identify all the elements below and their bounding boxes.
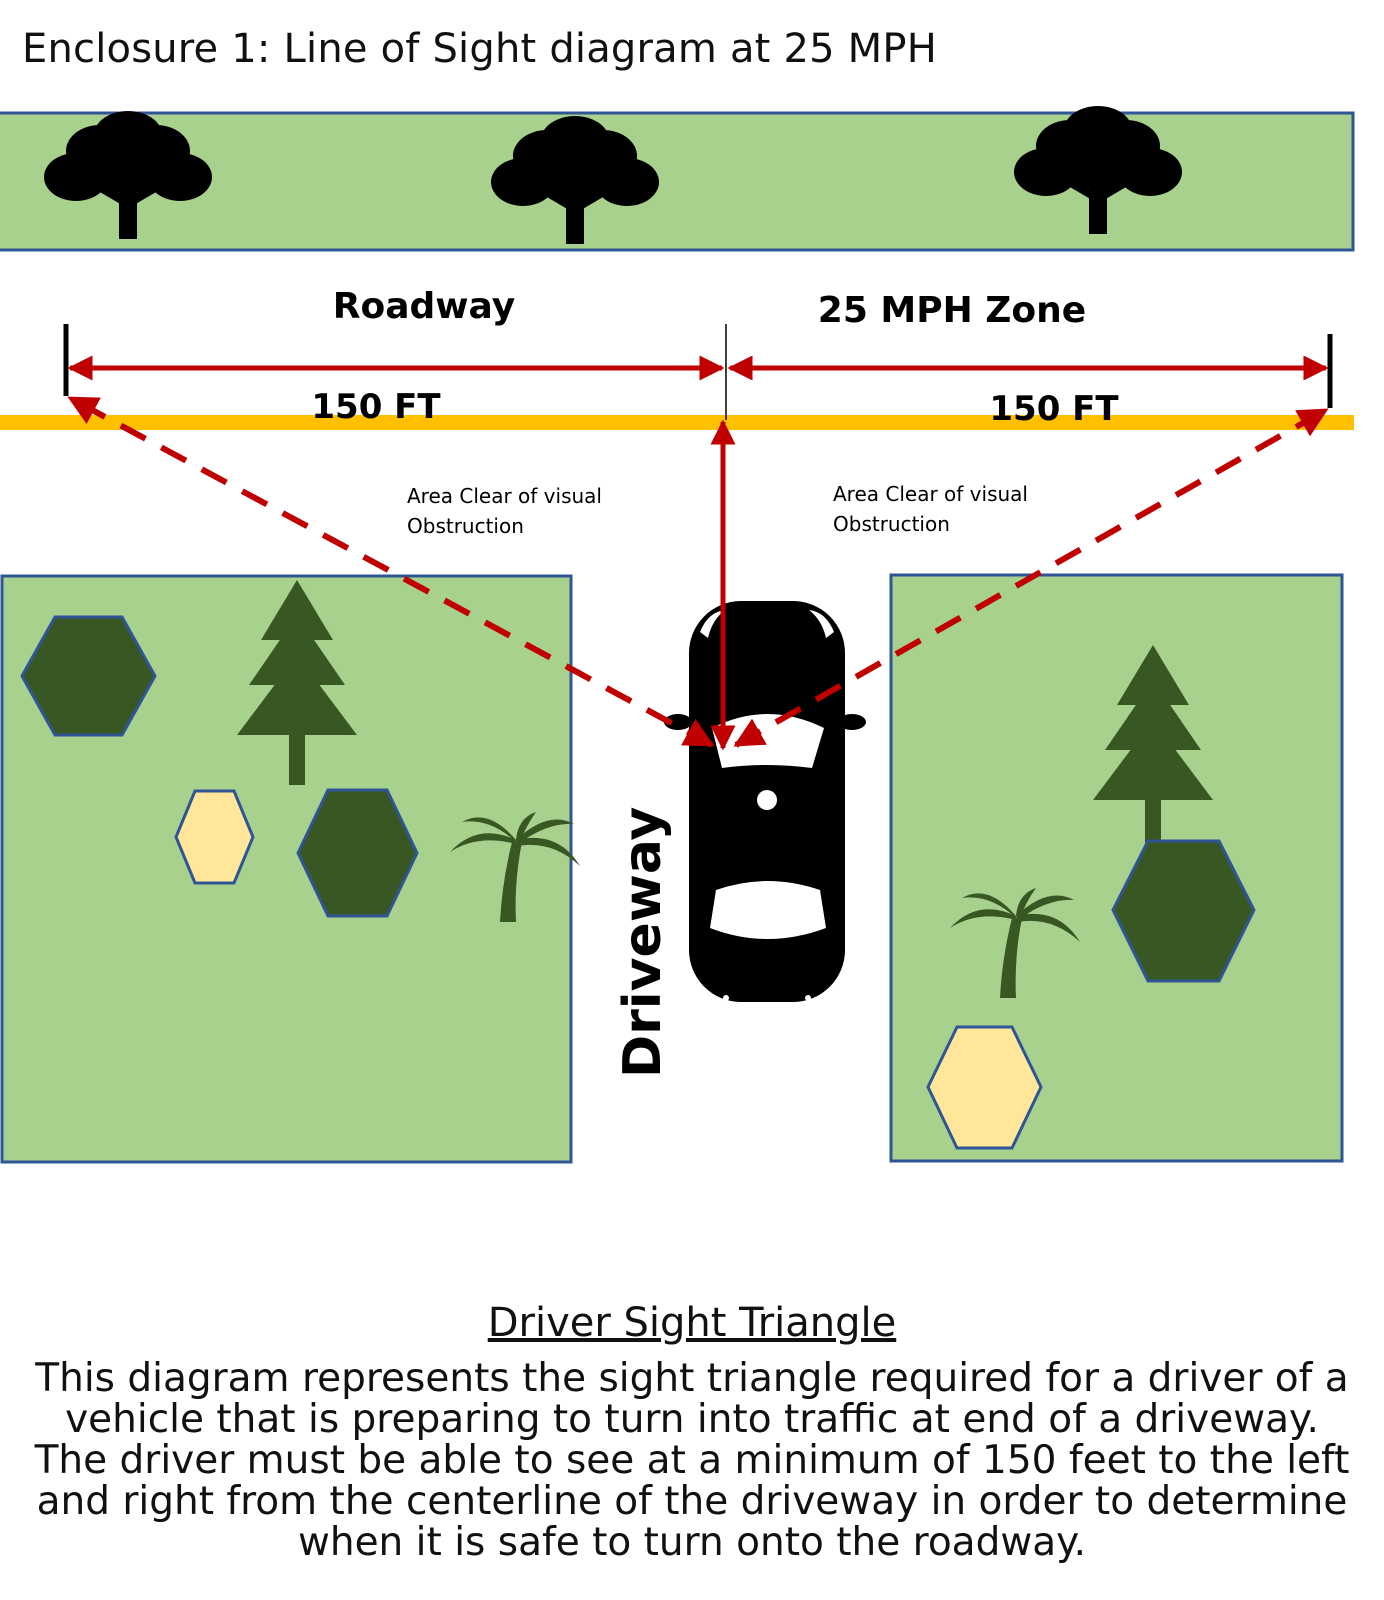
caption-line: when it is safe to turn onto the roadway… — [297, 1520, 1087, 1565]
clear-area-left-line2: Obstruction — [407, 514, 524, 538]
driveway-label: Driveway — [613, 807, 673, 1078]
clear-area-left-line1: Area Clear of visual — [407, 484, 602, 508]
caption-line: vehicle that is preparing to turn into t… — [65, 1397, 1319, 1442]
sight-triangle-diagram: Roadway 25 MPH Zone 150 FT 150 FT Area C… — [0, 106, 1355, 1164]
road-center-line — [0, 415, 1354, 430]
caption-heading: Driver Sight Triangle — [487, 1300, 897, 1346]
caption-line: and right from the centerline of the dri… — [36, 1479, 1348, 1524]
zone-label: 25 MPH Zone — [818, 290, 1086, 331]
clear-area-right-line2: Obstruction — [833, 512, 950, 536]
caption-line: The driver must be able to see at a mini… — [34, 1438, 1350, 1483]
page-title: Enclosure 1: Line of Sight diagram at 25… — [22, 26, 937, 72]
caption-line: This diagram represents the sight triang… — [35, 1356, 1349, 1401]
hexagon-shrub-icon — [926, 1025, 1043, 1150]
clear-area-right-line1: Area Clear of visual — [833, 482, 1028, 506]
hexagon-shrub-icon — [296, 788, 419, 918]
caption-body: This diagram represents the sight triang… — [10, 1358, 1374, 1563]
right-distance-label: 150 FT — [989, 389, 1119, 429]
hexagon-shrub-icon — [174, 789, 255, 885]
roadway-label: Roadway — [333, 286, 515, 327]
car-icon — [664, 601, 866, 1002]
left-sight-line — [67, 395, 715, 748]
right-sight-line — [733, 407, 1329, 748]
hexagon-shrub-icon — [1111, 839, 1256, 983]
left-distance-label: 150 FT — [311, 387, 441, 427]
